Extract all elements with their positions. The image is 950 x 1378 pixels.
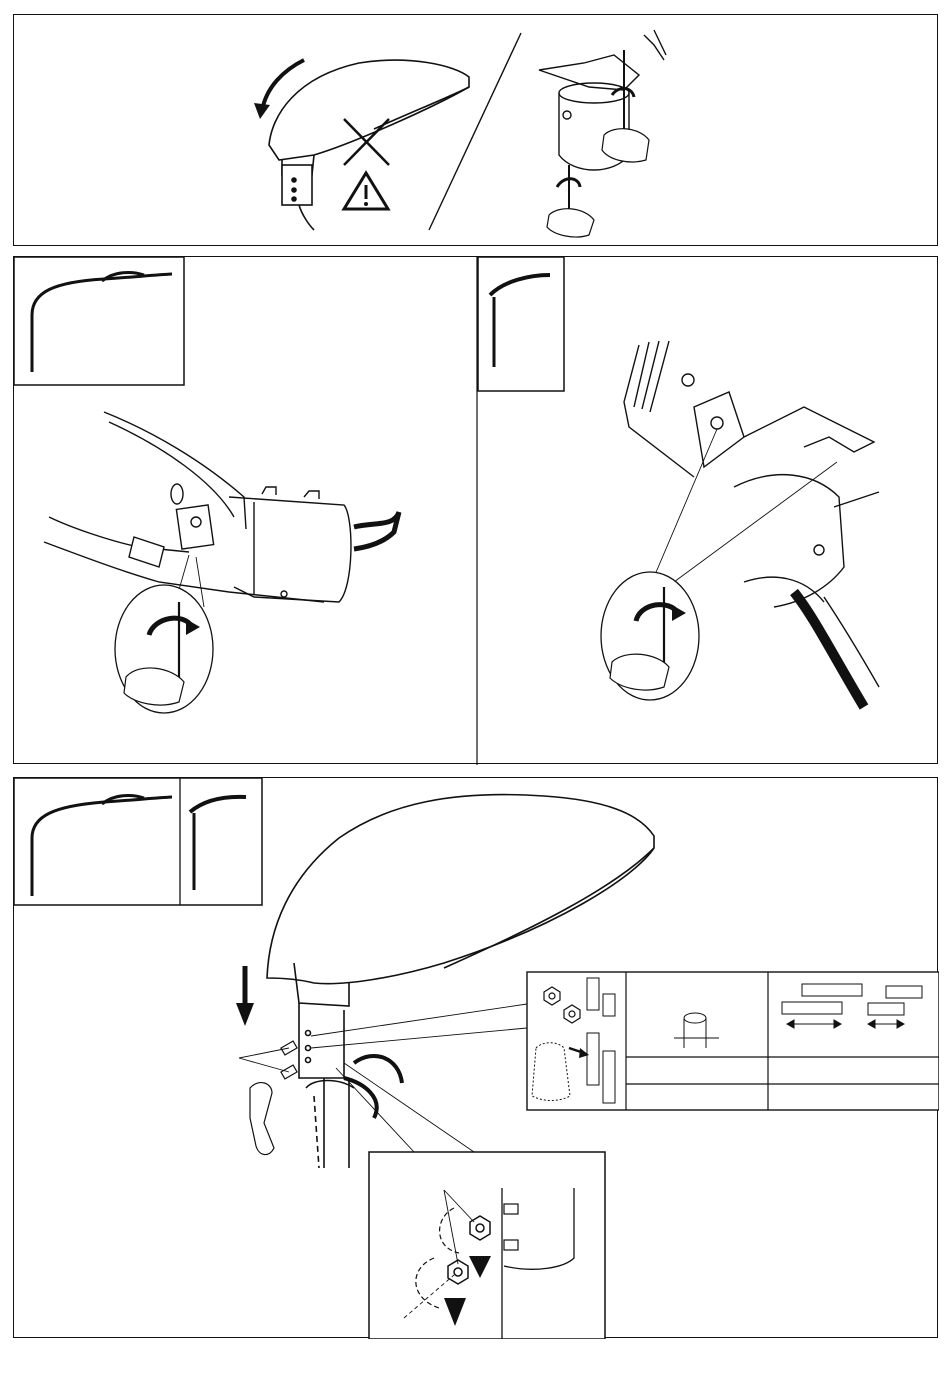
step-middle-drawing bbox=[14, 257, 939, 765]
warning-triangle-icon bbox=[344, 173, 388, 209]
step-top-drawing bbox=[14, 15, 939, 247]
figure-divider-line bbox=[429, 33, 521, 230]
straight-pole-thumbnail bbox=[478, 257, 564, 391]
hardware-table bbox=[527, 972, 939, 1110]
bolt-icon bbox=[250, 1041, 297, 1155]
step-bottom-panel bbox=[13, 777, 938, 1338]
curved-pole-thumbnail bbox=[14, 257, 184, 385]
luminaire-underside-figure bbox=[44, 412, 399, 602]
pole-type-thumbnails bbox=[14, 778, 262, 905]
zoom-callout-right bbox=[601, 429, 837, 700]
rotate-arrow-head bbox=[254, 103, 270, 119]
zoom-callout-left bbox=[115, 555, 213, 713]
step-middle-panel bbox=[13, 256, 938, 764]
bag-icon bbox=[532, 1043, 570, 1101]
nut-tightening-detail bbox=[369, 1152, 605, 1339]
step-top-panel bbox=[13, 14, 938, 246]
hand-icon bbox=[610, 654, 669, 690]
step-bottom-drawing bbox=[14, 778, 939, 1339]
